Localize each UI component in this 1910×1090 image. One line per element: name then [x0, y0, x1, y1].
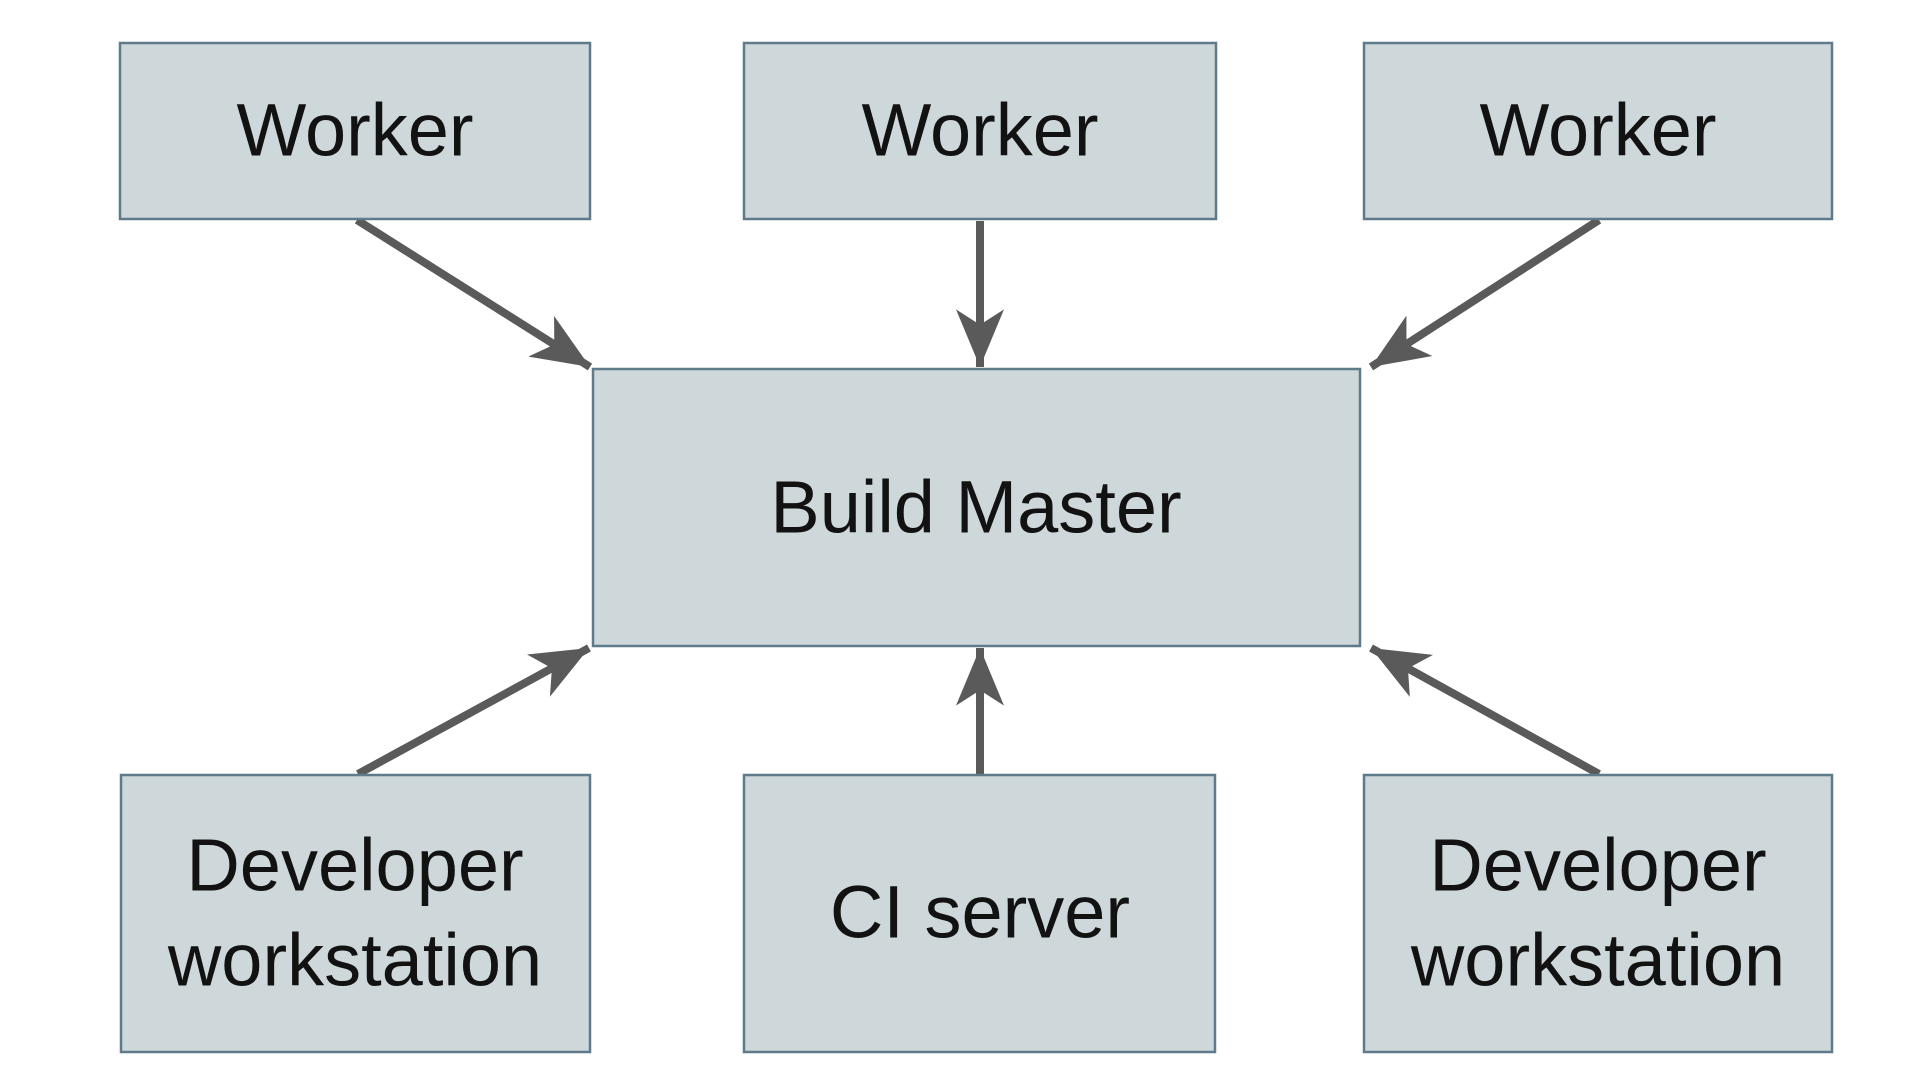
node-worker-1: Worker [118, 41, 592, 221]
edge-worker3-to-buildmaster [1368, 216, 1602, 371]
node-worker-3: Worker [1362, 41, 1834, 221]
nodes-group: Worker Worker Worker Build Master Develo… [118, 41, 1834, 1054]
node-developer-workstation-right-label-line2: workstation [1410, 918, 1785, 1001]
node-build-master: Build Master [591, 367, 1362, 648]
node-developer-workstation-right-box [1362, 773, 1834, 1054]
node-developer-workstation-left-label-line2: workstation [167, 918, 542, 1001]
node-developer-workstation-right: Developer workstation [1362, 773, 1834, 1054]
node-developer-workstation-left: Developer workstation [119, 773, 592, 1054]
edges-group [354, 216, 1602, 778]
node-build-master-label: Build Master [770, 465, 1181, 548]
edge-devws-left-to-buildmaster [356, 644, 591, 778]
node-worker-2: Worker [742, 41, 1218, 221]
node-developer-workstation-right-label-line1: Developer [1429, 823, 1766, 906]
node-ci-server-box [742, 773, 1217, 1054]
edge-devws-right-to-buildmaster [1369, 644, 1601, 778]
node-developer-workstation-left-box [119, 773, 592, 1054]
node-developer-workstation-left-label-line1: Developer [186, 823, 523, 906]
node-worker-3-label: Worker [1479, 88, 1716, 171]
node-worker-2-label: Worker [861, 88, 1098, 171]
node-ci-server: CI server [742, 773, 1217, 1054]
node-build-master-box [591, 367, 1362, 648]
node-worker-3-box [1362, 41, 1834, 221]
node-worker-2-box [742, 41, 1218, 221]
node-ci-server-label: CI server [830, 870, 1130, 953]
node-worker-1-box [118, 41, 592, 221]
edge-worker1-to-buildmaster [354, 216, 593, 371]
node-worker-1-label: Worker [236, 88, 473, 171]
